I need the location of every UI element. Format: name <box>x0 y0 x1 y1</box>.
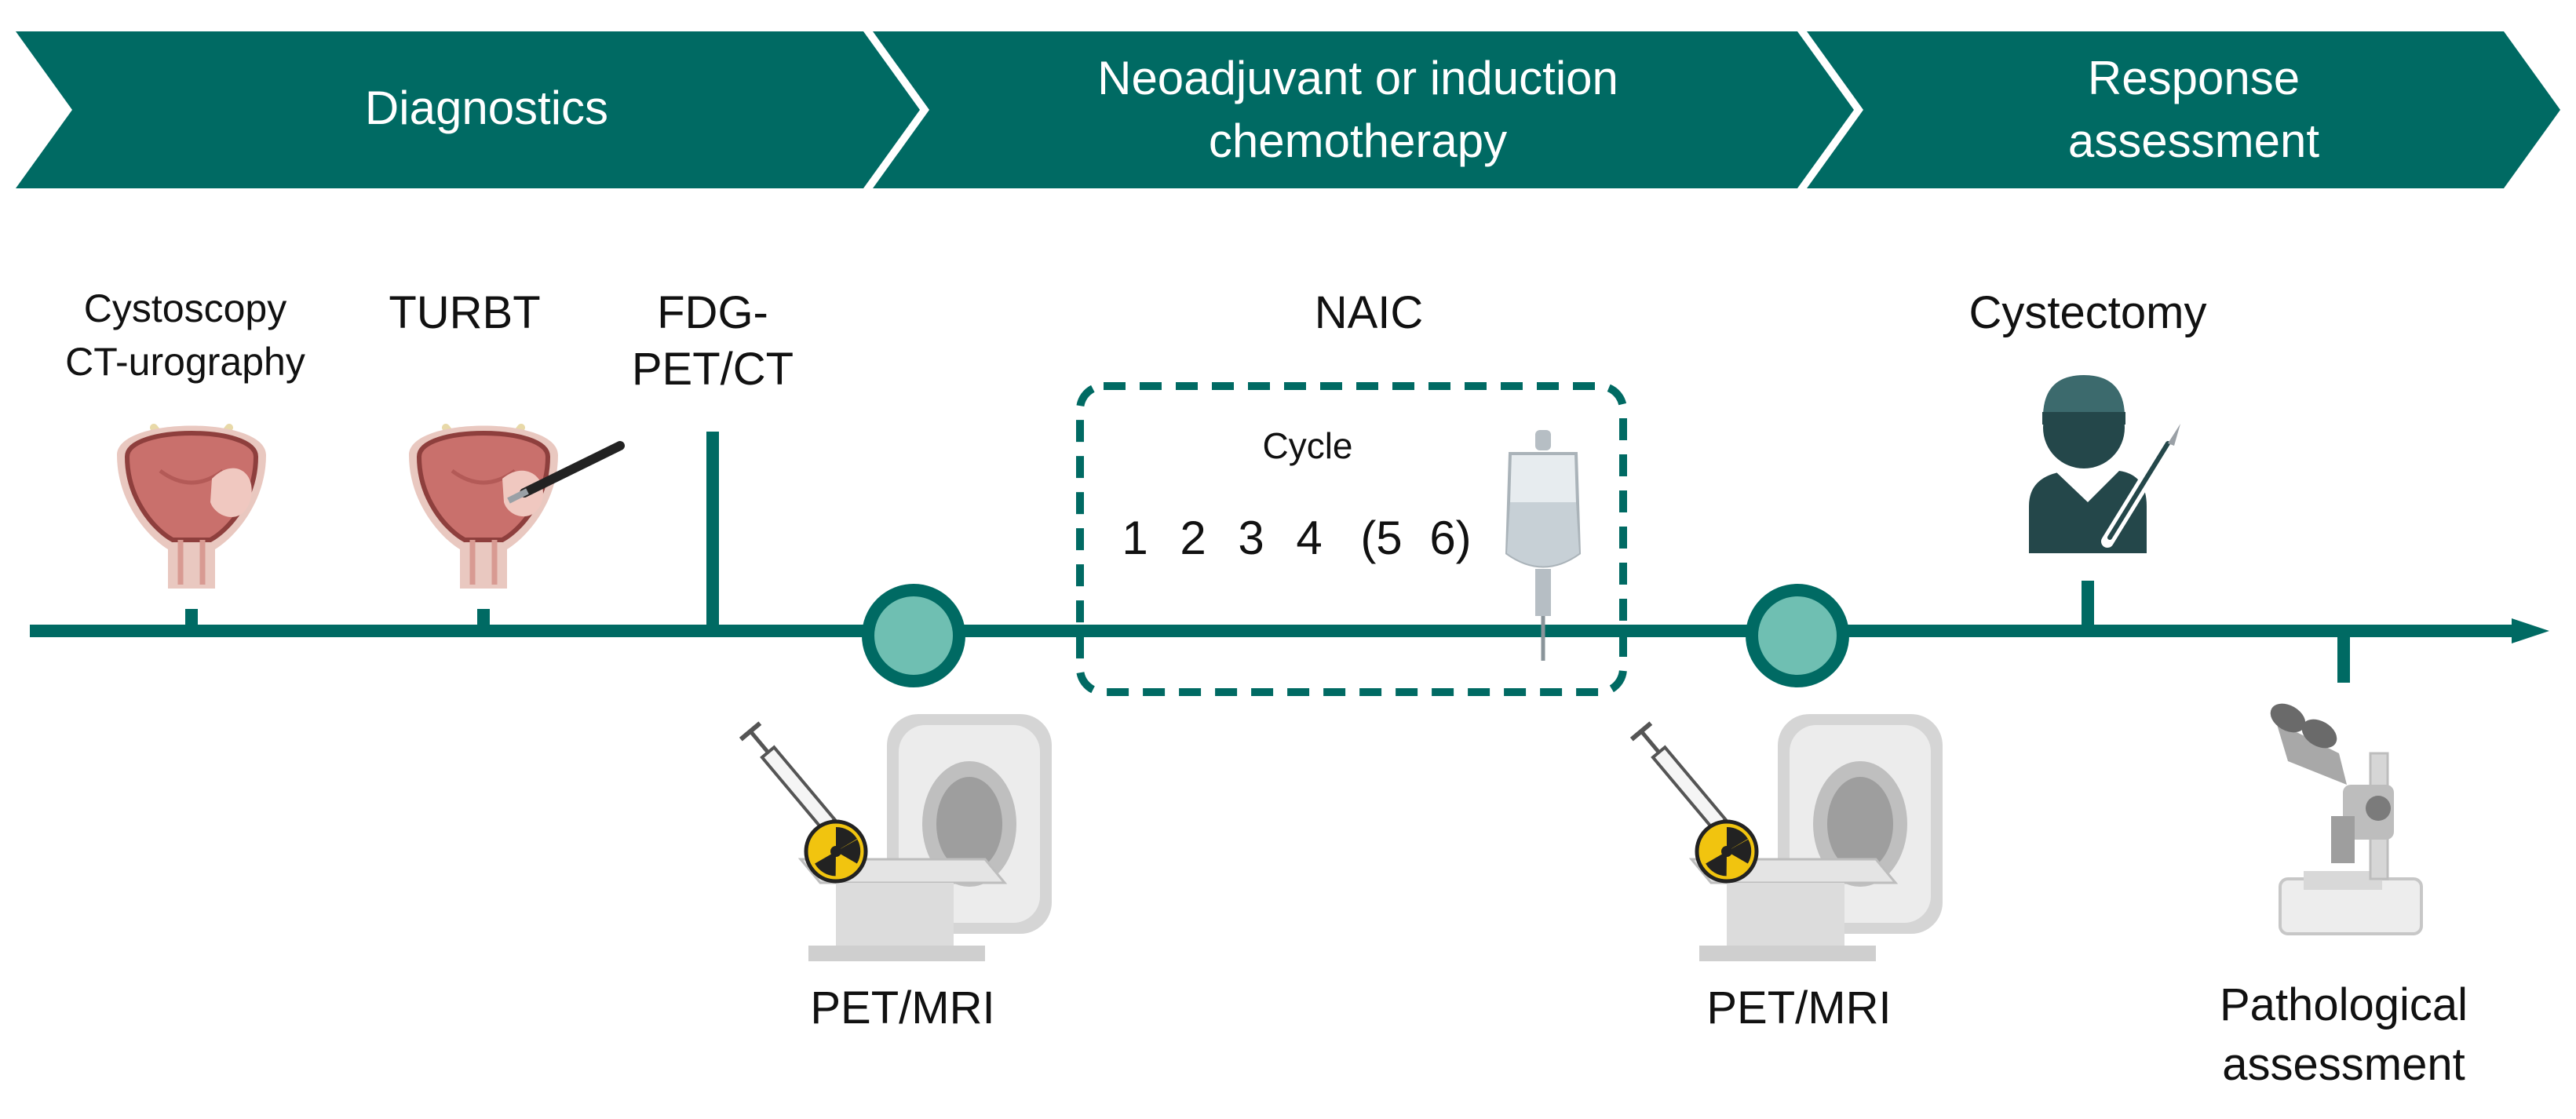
event-label-petct: PET/CT <box>632 344 794 395</box>
surgeon-icon <box>2029 375 2180 553</box>
milestone-petmri-1 <box>862 584 965 687</box>
event-label-pathological: Pathological <box>2220 979 2468 1030</box>
cycle-number: (5 <box>1360 512 1402 564</box>
cycle-number: 1 <box>1122 512 1148 564</box>
phase-label-response-line1: Response <box>2088 52 2300 104</box>
phase-label-chemotherapy-line1: Neoadjuvant or induction <box>1097 52 1618 104</box>
iv-bag-icon <box>1505 430 1582 661</box>
event-label-cystectomy: Cystectomy <box>1969 287 2207 338</box>
naic-cycle-box <box>1076 382 1627 696</box>
event-label-petmri-1: PET/MRI <box>810 982 994 1033</box>
bladder-icon <box>117 426 266 589</box>
timeline-arrowhead <box>2512 618 2549 643</box>
phase-label-diagnostics: Diagnostics <box>365 82 608 134</box>
phase-chevron-response <box>1807 31 2560 188</box>
milestone-petmri-2 <box>1746 584 1849 687</box>
phase-label-chemotherapy-line2: chemotherapy <box>1209 115 1507 167</box>
bladder-resection-icon <box>409 426 625 589</box>
mri-scanner-icon <box>741 714 1052 961</box>
event-label-assessment: assessment <box>2222 1039 2465 1090</box>
cycle-number: 3 <box>1238 512 1264 564</box>
mri-scanner-icon <box>1632 714 1943 961</box>
phase-chevron-diagnostics <box>16 31 920 188</box>
cycle-number: 6) <box>1429 512 1471 564</box>
cycle-number: 2 <box>1180 512 1206 564</box>
phase-chevron-chemotherapy <box>873 31 1854 188</box>
event-label-naic: NAIC <box>1315 287 1424 338</box>
event-label-petmri-2: PET/MRI <box>1706 982 1891 1033</box>
microscope-icon <box>2270 703 2423 935</box>
event-label-turbt: TURBT <box>389 287 540 338</box>
event-label-cystoscopy: Cystoscopy <box>84 286 286 330</box>
cycle-number: 4 <box>1296 512 1322 564</box>
event-label-ct-urography: CT-urography <box>65 340 305 384</box>
phase-label-response-line2: assessment <box>2068 115 2319 167</box>
cycle-label: Cycle <box>1262 425 1352 466</box>
event-label-fdg: FDG- <box>657 287 768 338</box>
